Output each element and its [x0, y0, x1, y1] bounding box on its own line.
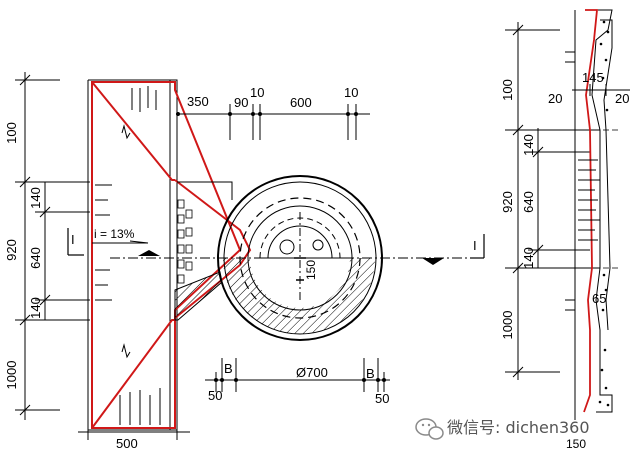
dim-diameter: Ø700	[296, 365, 328, 380]
section-mark-left: I	[71, 232, 75, 247]
dim-right-140a: 140	[521, 134, 536, 156]
section-cut-left	[67, 228, 84, 256]
dim-90: 90	[234, 95, 248, 110]
dim-right-145: 145	[582, 70, 604, 85]
right-section-wall	[540, 9, 620, 420]
dim-right-20b: 20	[615, 91, 629, 106]
left-dimension-chain	[15, 72, 90, 420]
dim-left-140b: 140	[28, 297, 43, 319]
top-dimension-chain	[176, 104, 370, 140]
dim-500: 500	[116, 436, 138, 451]
dim-right-920: 920	[500, 191, 515, 213]
base-dimension	[78, 424, 190, 440]
section-mark-right: I	[473, 238, 477, 253]
pit-plan	[177, 175, 383, 341]
dim-10a: 10	[250, 85, 264, 100]
slope-label: i = 13%	[94, 227, 135, 241]
dim-50a: 50	[208, 388, 222, 403]
bottom-dim-dots	[214, 378, 386, 382]
level-marker-left	[138, 250, 160, 256]
dim-right-1000: 1000	[500, 311, 515, 340]
dim-left-920: 920	[4, 239, 19, 261]
dim-right-20a: 20	[548, 91, 562, 106]
dim-right-150: 150	[566, 437, 586, 451]
dim-b2: B	[366, 366, 375, 381]
watermark-text: 微信号: dichen360	[447, 418, 590, 437]
dim-150-pit: 150	[304, 260, 318, 280]
dim-b1: B	[224, 361, 233, 376]
dim-left-1000: 1000	[4, 361, 19, 390]
top-dim-dots	[176, 112, 358, 116]
dim-10b: 10	[344, 85, 358, 100]
dim-right-65: 65	[592, 291, 606, 306]
section-wall	[87, 79, 252, 431]
dim-left-140a: 140	[28, 187, 43, 209]
level-marker-right	[422, 258, 444, 265]
dim-right-640: 640	[521, 191, 536, 213]
dim-right-100: 100	[500, 79, 515, 101]
wechat-icon	[415, 418, 444, 440]
dim-350: 350	[187, 94, 209, 109]
section-cut-right	[470, 234, 485, 259]
dim-left-100: 100	[4, 122, 19, 144]
dim-600: 600	[290, 95, 312, 110]
dim-right-140b: 140	[521, 247, 536, 269]
dim-left-640: 640	[28, 247, 43, 269]
right-dimension-chain	[505, 22, 600, 380]
slope-marker	[92, 240, 149, 244]
dim-50b: 50	[375, 391, 389, 406]
right-top-dims	[572, 84, 630, 96]
